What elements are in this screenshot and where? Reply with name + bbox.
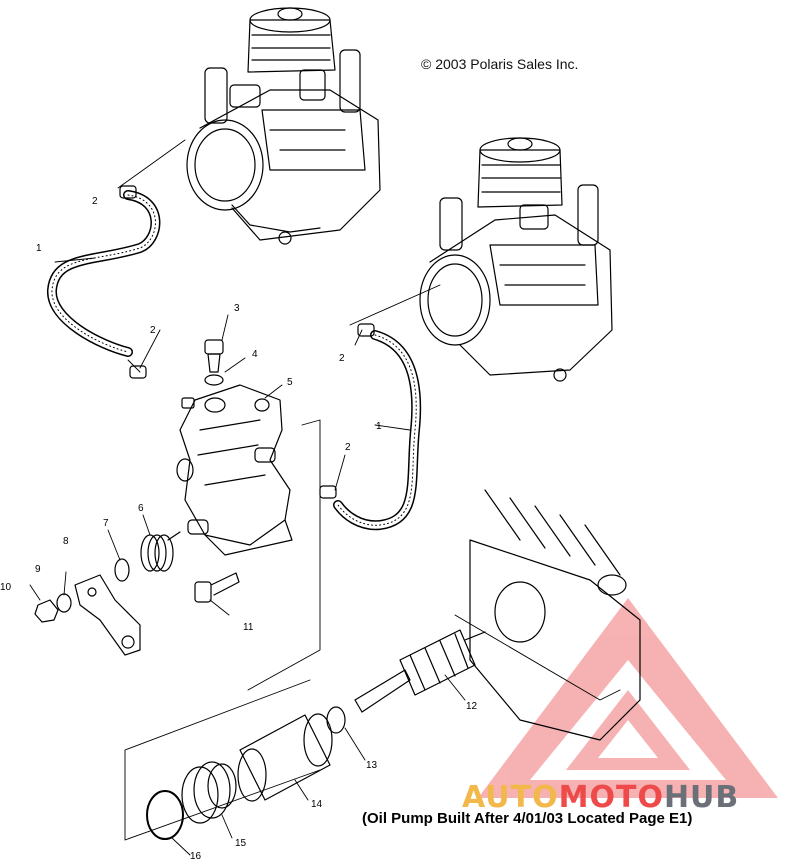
callout-16: 16 bbox=[190, 851, 202, 861]
callout-12: 12 bbox=[466, 701, 478, 712]
watermark-hub: HUB bbox=[663, 780, 740, 815]
pump-lever bbox=[74, 574, 141, 656]
callout-15: 15 bbox=[235, 838, 247, 849]
drive-gear-shaft bbox=[354, 629, 486, 713]
snap-ring bbox=[146, 790, 184, 840]
callout-1a: 1 bbox=[36, 243, 42, 254]
watermark-moto: MOTO bbox=[558, 780, 664, 815]
oil-hose-lower bbox=[333, 330, 422, 531]
callout-5: 5 bbox=[287, 377, 293, 388]
copyright-notice: © 2003 Polaris Sales Inc. bbox=[421, 56, 579, 72]
washer-9 bbox=[56, 593, 72, 613]
callout-9: 9 bbox=[35, 564, 41, 575]
carburetor-upper bbox=[186, 7, 381, 245]
callout-labels: 2 1 2 3 4 5 2 2 1 6 7 8 9 10 11 12 13 14… bbox=[0, 196, 478, 862]
callout-2d: 2 bbox=[345, 442, 351, 453]
mounting-bolt bbox=[194, 572, 240, 603]
nut-10 bbox=[34, 599, 59, 623]
callout-8: 8 bbox=[63, 536, 69, 547]
figure-caption: (Oil Pump Built After 4/01/03 Located Pa… bbox=[362, 810, 693, 827]
drive-sleeve bbox=[237, 713, 333, 802]
watermark-triangle bbox=[478, 598, 778, 798]
callout-11: 11 bbox=[243, 622, 254, 633]
callout-7: 7 bbox=[103, 518, 109, 529]
callout-4: 4 bbox=[252, 349, 258, 360]
leader-lines bbox=[29, 139, 621, 856]
callout-14: 14 bbox=[311, 799, 323, 810]
engine-casting bbox=[469, 489, 641, 741]
coupler bbox=[181, 761, 237, 824]
callout-13: 13 bbox=[366, 760, 378, 771]
callout-2b: 2 bbox=[150, 325, 156, 336]
oil-pump-body bbox=[176, 384, 293, 556]
bleed-screw bbox=[204, 339, 224, 386]
callout-2c: 2 bbox=[339, 353, 345, 364]
washer-7 bbox=[114, 558, 130, 582]
callout-2a: 2 bbox=[92, 196, 98, 207]
oil-hose-upper bbox=[47, 190, 161, 357]
callout-1b: 1 bbox=[376, 421, 382, 432]
callout-6: 6 bbox=[138, 503, 144, 514]
washer-13 bbox=[326, 706, 346, 734]
callout-10: 10 bbox=[0, 582, 12, 593]
carburetor-lower bbox=[419, 137, 613, 382]
return-spring bbox=[140, 531, 181, 572]
callout-3: 3 bbox=[234, 303, 240, 314]
watermark-auto: AUTO bbox=[462, 780, 559, 815]
watermark-logo: AUTOMOTOHUB bbox=[462, 780, 739, 815]
